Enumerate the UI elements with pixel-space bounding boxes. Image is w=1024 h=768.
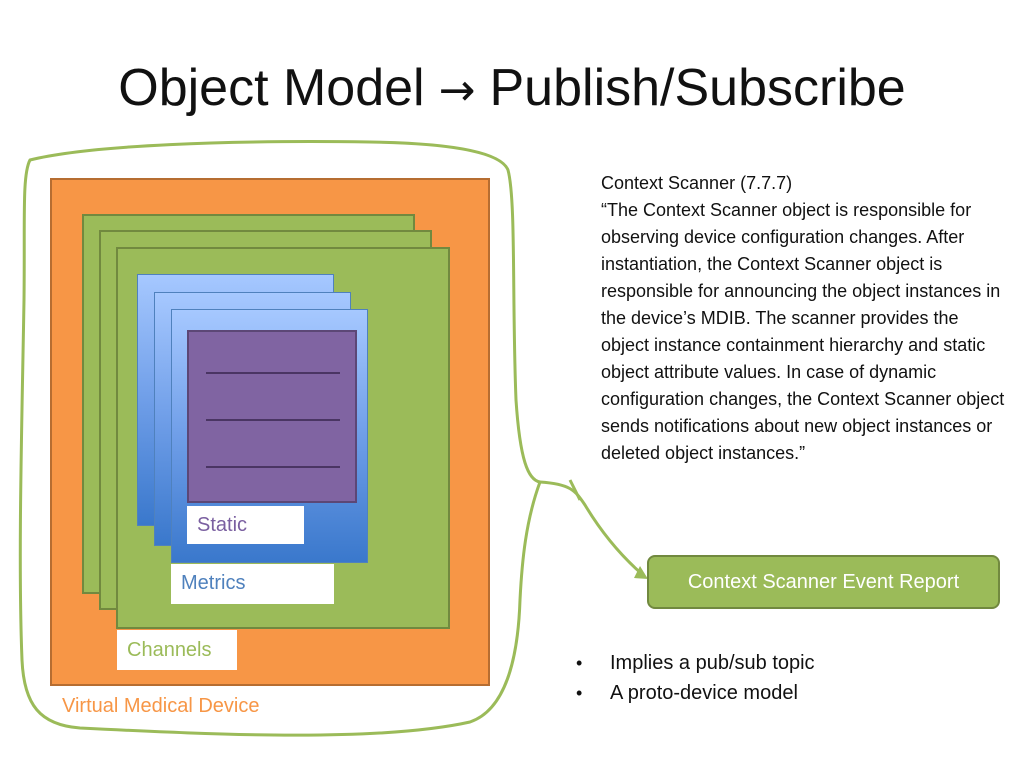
static-attribute-line bbox=[206, 419, 340, 421]
bullet-list: • Implies a pub/sub topic • A proto-device… bbox=[576, 648, 815, 708]
context-scanner-quote: “The Context Scanner object is responsib… bbox=[601, 200, 1005, 463]
context-scanner-heading: Context Scanner (7.7.7) bbox=[601, 173, 793, 193]
static-box bbox=[187, 330, 357, 503]
right-arrow-icon: → bbox=[438, 65, 476, 116]
title-right: Publish/Subscribe bbox=[489, 59, 906, 117]
connector-hook bbox=[568, 479, 582, 501]
static-label: Static bbox=[187, 506, 304, 544]
connector-line bbox=[539, 480, 644, 577]
title-left: Object Model bbox=[118, 59, 425, 117]
bullet-icon: • bbox=[576, 653, 583, 673]
virtual-medical-device-label: Virtual Medical Device bbox=[62, 695, 260, 717]
static-attribute-line bbox=[206, 372, 340, 374]
channels-label: Channels bbox=[117, 630, 237, 670]
metrics-label: Metrics bbox=[171, 564, 334, 604]
bullet-icon: • bbox=[576, 683, 583, 703]
bullet-text: Implies a pub/sub topic bbox=[610, 652, 815, 674]
static-attribute-line bbox=[206, 466, 340, 468]
connector-arrowhead-icon bbox=[634, 566, 648, 579]
bullet-text: A proto-device model bbox=[610, 682, 798, 704]
slide-title: Object Model → Publish/Subscribe bbox=[0, 62, 1024, 114]
list-item: • Implies a pub/sub topic bbox=[576, 648, 815, 678]
list-item: • A proto-device model bbox=[576, 678, 815, 708]
context-scanner-event-report-box: Context Scanner Event Report bbox=[647, 555, 1000, 609]
context-scanner-description: Context Scanner (7.7.7) “The Context Sca… bbox=[601, 170, 1006, 467]
